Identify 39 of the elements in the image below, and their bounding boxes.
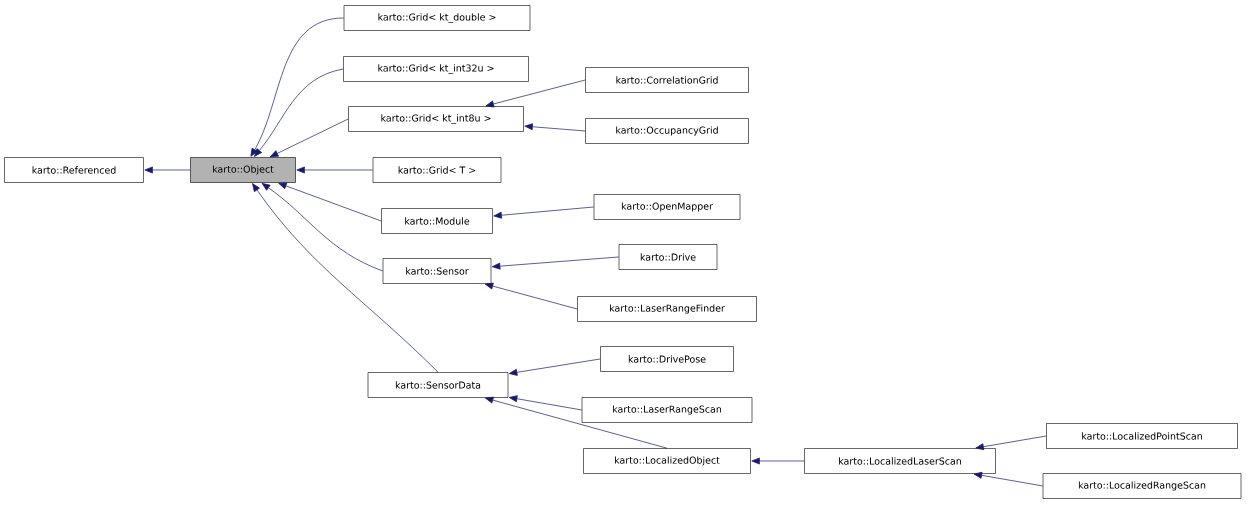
inheritance-arrow xyxy=(250,17,345,157)
class-box: karto::Grid< kt_int32u > xyxy=(343,56,529,82)
class-box: karto::SensorData xyxy=(367,372,509,398)
inheritance-arrow xyxy=(252,183,439,373)
inheritance-arrow xyxy=(485,79,586,108)
inheritance-arrow xyxy=(508,358,601,376)
class-box: karto::LocalizedObject xyxy=(583,448,751,474)
class-box: karto::DrivePose xyxy=(600,346,734,372)
inheritance-arrow xyxy=(261,183,384,272)
class-box: karto::Grid< T > xyxy=(372,157,502,183)
inheritance-arrow xyxy=(524,123,586,132)
inheritance-arrow xyxy=(973,471,1044,487)
inheritance-arrow xyxy=(751,457,805,465)
class-box: karto::LaserRangeFinder xyxy=(577,296,757,322)
class-box: karto::Grid< kt_double > xyxy=(343,5,531,31)
class-box: karto::OpenMapper xyxy=(593,194,741,220)
inheritance-arrow xyxy=(296,166,374,174)
inheritance-arrow xyxy=(144,166,191,174)
inheritance-arrow xyxy=(269,118,349,158)
class-box: karto::LocalizedRangeScan xyxy=(1042,473,1242,499)
inheritance-arrow xyxy=(975,435,1047,451)
class-box: karto::Object xyxy=(190,157,296,183)
class-box: karto::Drive xyxy=(618,244,718,270)
class-box: karto::Grid< kt_int8u > xyxy=(348,106,524,132)
class-box: karto::Module xyxy=(381,208,493,234)
class-box: karto::Referenced xyxy=(4,157,144,183)
inheritance-arrow xyxy=(491,256,620,270)
class-box: karto::LocalizedLaserScan xyxy=(804,448,996,474)
inheritance-arrow xyxy=(484,282,578,310)
inheritance-arrow xyxy=(254,68,344,157)
class-box: karto::OccupancyGrid xyxy=(585,118,749,144)
inheritance-arrow xyxy=(484,396,668,449)
inheritance-arrow xyxy=(493,206,595,219)
class-box: karto::CorrelationGrid xyxy=(585,67,749,93)
class-box: karto::Sensor xyxy=(382,258,492,284)
inheritance-arrow xyxy=(278,182,382,222)
class-box: karto::LaserRangeScan xyxy=(581,397,753,423)
class-box: karto::LocalizedPointScan xyxy=(1046,423,1238,449)
inheritance-arrow xyxy=(508,395,583,411)
